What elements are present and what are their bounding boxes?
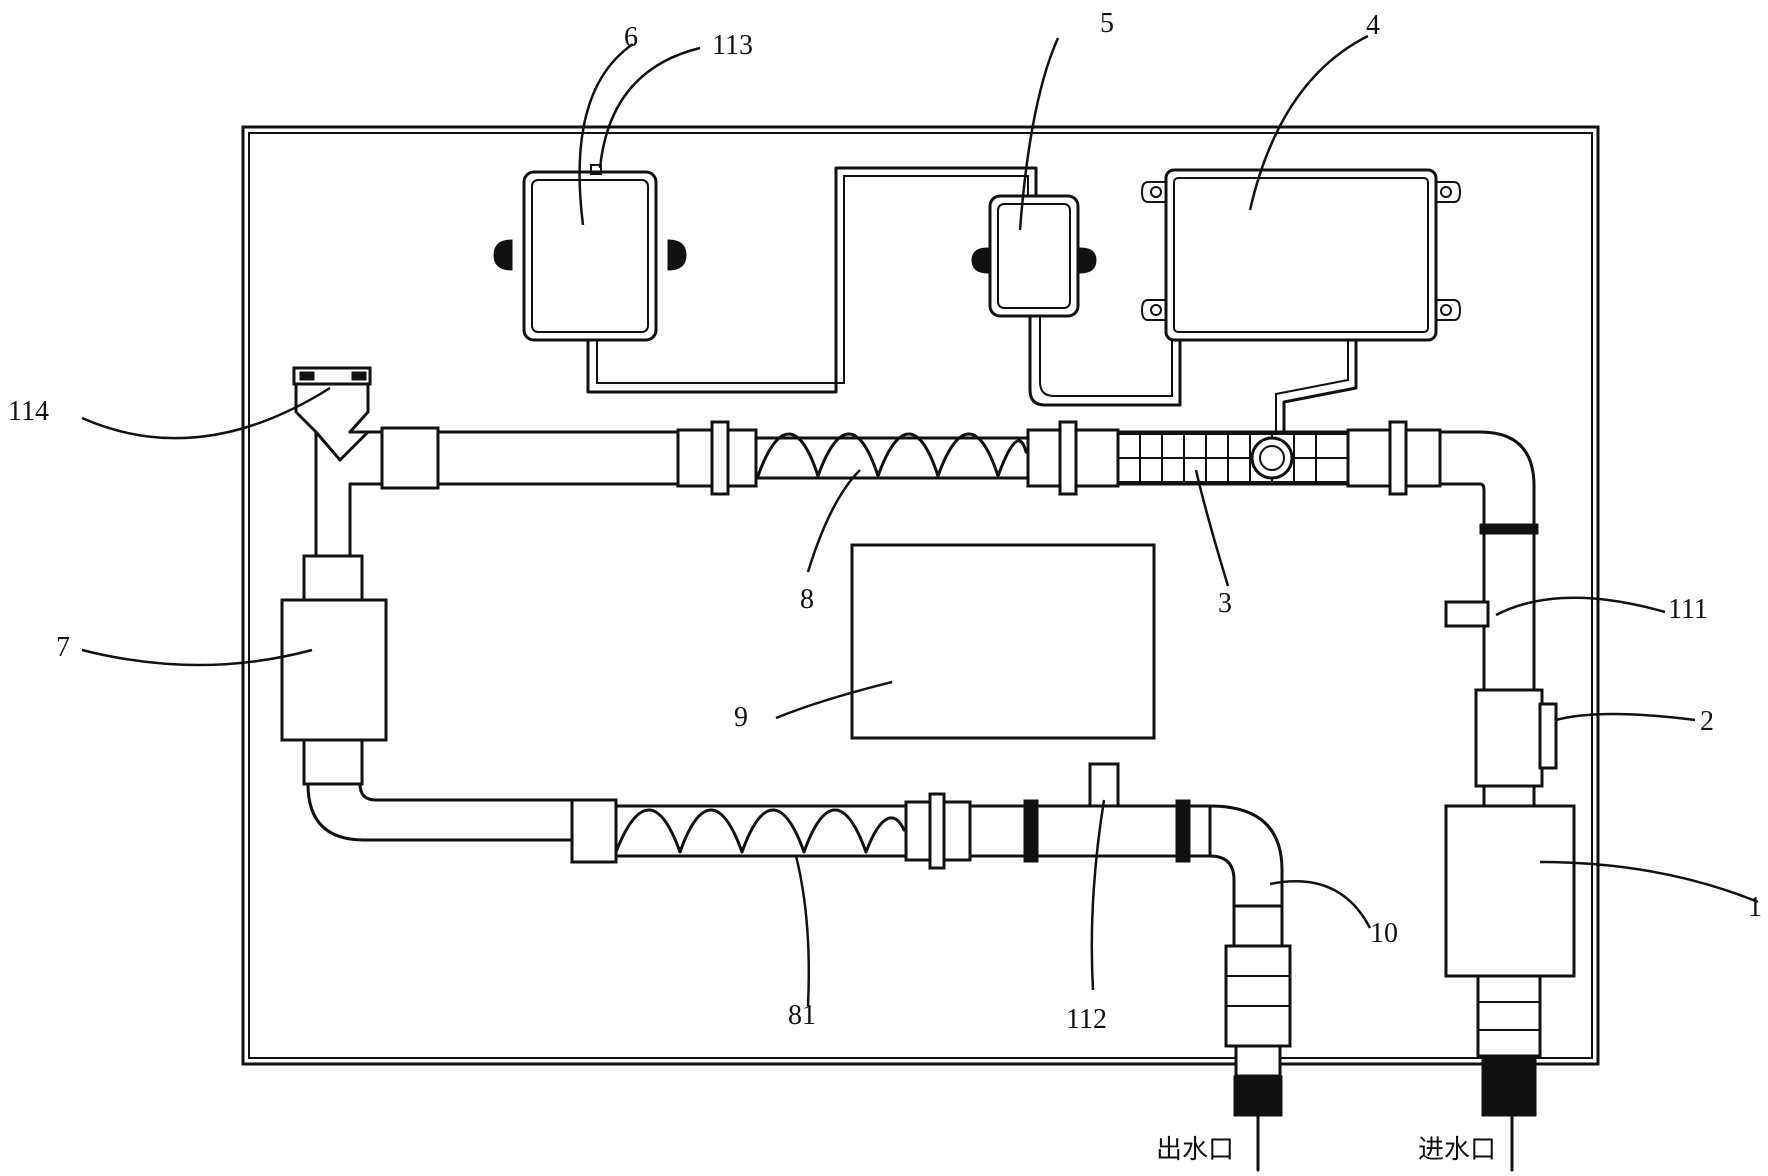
label-5: 5 bbox=[1100, 8, 1114, 39]
label-10: 10 bbox=[1370, 918, 1398, 949]
component-4-box bbox=[1140, 168, 1462, 342]
component-5-box bbox=[971, 194, 1097, 318]
label-81: 81 bbox=[788, 1000, 816, 1031]
signal-tubing bbox=[586, 166, 1358, 450]
label-7: 7 bbox=[56, 632, 70, 663]
inlet-label: 进水口 bbox=[1418, 1135, 1496, 1165]
heating-coil-81 bbox=[614, 808, 906, 854]
funnel-114 bbox=[292, 366, 384, 486]
label-8: 8 bbox=[800, 584, 814, 615]
filter-3 bbox=[1117, 433, 1349, 483]
label-4: 4 bbox=[1366, 10, 1380, 41]
component-6-box bbox=[493, 164, 687, 342]
label-9: 9 bbox=[734, 702, 748, 733]
left-pipe bbox=[280, 478, 574, 842]
label-113: 113 bbox=[712, 30, 753, 61]
leader-lines bbox=[81, 34, 1759, 1007]
outlet-fitting-10 bbox=[1224, 904, 1292, 1172]
outlet-label: 出水口 bbox=[1156, 1135, 1234, 1165]
label-114: 114 bbox=[8, 396, 49, 427]
right-pipe bbox=[1444, 523, 1576, 1172]
component-9-box bbox=[850, 543, 1156, 740]
label-6: 6 bbox=[624, 22, 638, 53]
label-3: 3 bbox=[1218, 588, 1232, 619]
heating-coil-8 bbox=[756, 432, 1028, 478]
base-plate-inner bbox=[248, 132, 1593, 1059]
label-2: 2 bbox=[1700, 706, 1714, 737]
label-1: 1 bbox=[1748, 892, 1762, 923]
label-112: 112 bbox=[1066, 1004, 1107, 1035]
label-111: 111 bbox=[1668, 594, 1708, 625]
